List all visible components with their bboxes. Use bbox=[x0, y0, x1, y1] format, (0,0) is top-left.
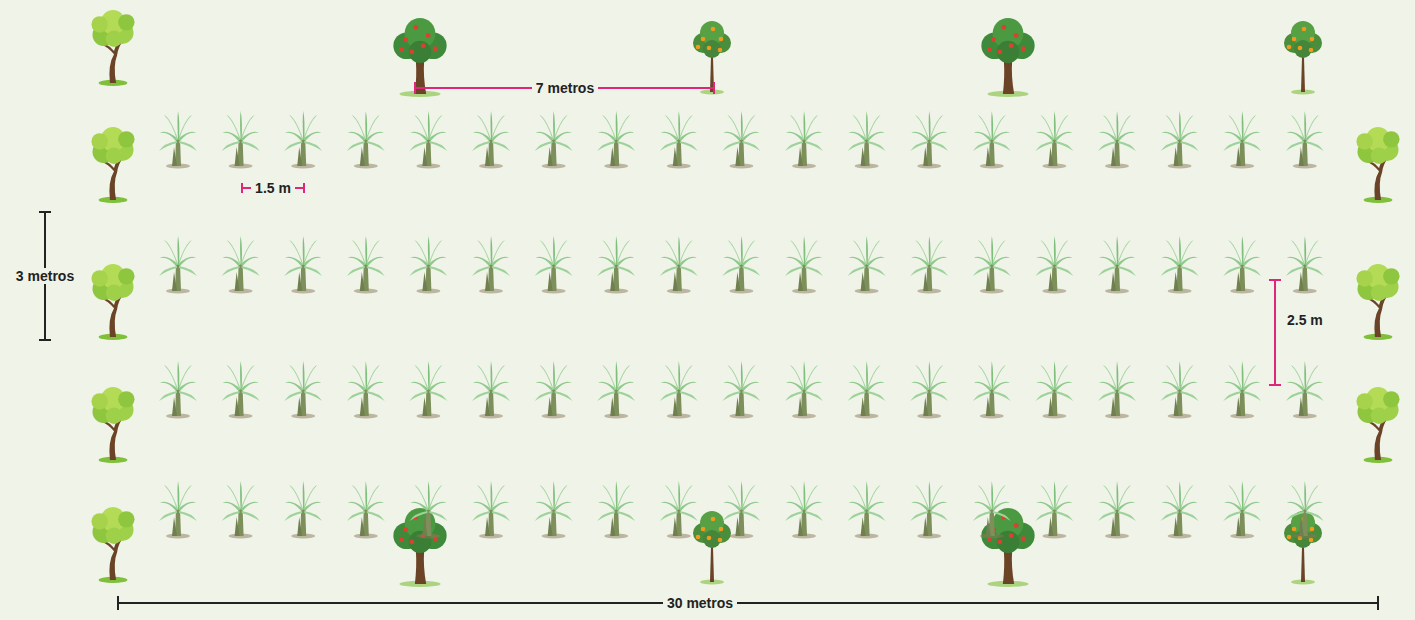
banana-plant bbox=[347, 481, 385, 539]
banana-plant bbox=[910, 481, 948, 539]
banana-plant bbox=[159, 361, 197, 419]
banana-plant bbox=[1098, 481, 1136, 539]
banana-plant bbox=[472, 481, 510, 539]
banana-plant bbox=[535, 111, 573, 169]
banana-plant bbox=[472, 236, 510, 294]
fruit-tree bbox=[393, 18, 446, 97]
banana-plant bbox=[1098, 236, 1136, 294]
banana-plant bbox=[1223, 111, 1261, 169]
orange-tree bbox=[1284, 21, 1322, 95]
banana-plant bbox=[1286, 111, 1324, 169]
banana-plant bbox=[284, 236, 322, 294]
banana-plant bbox=[910, 236, 948, 294]
banana-plant bbox=[1223, 361, 1261, 419]
banana-plant bbox=[785, 361, 823, 419]
border-tree bbox=[91, 507, 134, 583]
banana-plant bbox=[973, 481, 1011, 539]
banana-plant bbox=[597, 361, 635, 419]
banana-plant bbox=[159, 111, 197, 169]
fruit-tree bbox=[981, 18, 1034, 97]
banana-plant bbox=[409, 111, 447, 169]
banana-plant bbox=[848, 361, 886, 419]
banana-plant bbox=[472, 111, 510, 169]
banana-plant bbox=[785, 111, 823, 169]
banana-plant bbox=[1098, 111, 1136, 169]
banana-plant bbox=[1035, 361, 1073, 419]
banana-plant bbox=[284, 361, 322, 419]
banana-plant bbox=[722, 481, 760, 539]
dimension-label: 3 metros bbox=[12, 268, 78, 284]
banana-plant bbox=[222, 236, 260, 294]
banana-plant bbox=[973, 111, 1011, 169]
banana-plant bbox=[848, 236, 886, 294]
banana-plant bbox=[722, 361, 760, 419]
banana-plant bbox=[159, 481, 197, 539]
dimension-label: 30 metros bbox=[663, 595, 737, 611]
banana-plant bbox=[1035, 236, 1073, 294]
dimension-label: 1.5 m bbox=[251, 180, 295, 196]
banana-plant bbox=[159, 236, 197, 294]
banana-plant bbox=[535, 236, 573, 294]
banana-plant bbox=[722, 111, 760, 169]
banana-plant bbox=[597, 236, 635, 294]
banana-plant bbox=[284, 111, 322, 169]
banana-plant bbox=[535, 361, 573, 419]
banana-plant bbox=[347, 236, 385, 294]
banana-plant bbox=[973, 236, 1011, 294]
banana-plant bbox=[597, 111, 635, 169]
banana-plant bbox=[785, 236, 823, 294]
banana-plant bbox=[722, 236, 760, 294]
fruit-tree bbox=[393, 508, 446, 587]
banana-plant bbox=[1035, 111, 1073, 169]
border-tree bbox=[1356, 264, 1399, 340]
dimension-lines-black bbox=[39, 212, 1378, 610]
banana-plant bbox=[535, 481, 573, 539]
border-tree bbox=[1356, 387, 1399, 463]
border-tree bbox=[1356, 127, 1399, 203]
banana-plant bbox=[1161, 361, 1199, 419]
banana-plant bbox=[660, 236, 698, 294]
border-tree bbox=[91, 264, 134, 340]
banana-plant bbox=[1286, 481, 1324, 539]
dimension-label: 2.5 m bbox=[1283, 312, 1327, 328]
banana-plant bbox=[660, 111, 698, 169]
banana-plant bbox=[660, 361, 698, 419]
orange-tree bbox=[693, 511, 731, 585]
banana-plant bbox=[409, 481, 447, 539]
banana-plant bbox=[1161, 481, 1199, 539]
banana-plant bbox=[910, 111, 948, 169]
banana-plant bbox=[222, 111, 260, 169]
border-tree bbox=[91, 387, 134, 463]
banana-plant bbox=[848, 111, 886, 169]
banana-plant bbox=[1098, 361, 1136, 419]
banana-plant bbox=[472, 361, 510, 419]
fruit-tree bbox=[981, 508, 1034, 587]
banana-plant bbox=[1286, 236, 1324, 294]
banana-plant bbox=[409, 236, 447, 294]
banana-plant bbox=[1223, 236, 1261, 294]
banana-plant bbox=[222, 481, 260, 539]
banana-plant bbox=[785, 481, 823, 539]
banana-plant bbox=[347, 111, 385, 169]
border-tree bbox=[91, 10, 134, 86]
banana-plant bbox=[222, 361, 260, 419]
dimension-lines bbox=[242, 82, 1281, 385]
banana-plant bbox=[848, 481, 886, 539]
banana-plant bbox=[1035, 481, 1073, 539]
banana-plant bbox=[660, 481, 698, 539]
orange-tree bbox=[693, 21, 731, 95]
banana-plant bbox=[973, 361, 1011, 419]
banana-plant bbox=[1161, 236, 1199, 294]
banana-plant bbox=[347, 361, 385, 419]
dimension-label: 7 metros bbox=[532, 80, 598, 96]
banana-plant bbox=[597, 481, 635, 539]
banana-plant bbox=[1286, 361, 1324, 419]
banana-plant bbox=[1223, 481, 1261, 539]
banana-plant bbox=[284, 481, 322, 539]
border-tree bbox=[91, 127, 134, 203]
banana-plant bbox=[409, 361, 447, 419]
banana-plant bbox=[1161, 111, 1199, 169]
banana-plant bbox=[910, 361, 948, 419]
